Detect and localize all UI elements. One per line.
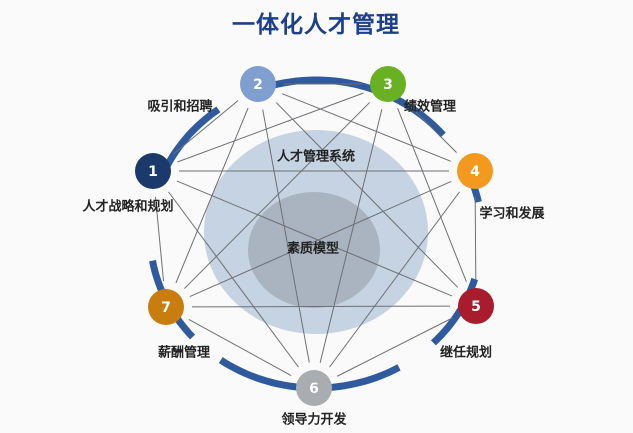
ring-arc xyxy=(321,364,401,392)
connection-line xyxy=(319,109,383,363)
node-label-2: 吸引和招聘 xyxy=(147,99,213,115)
node-label-3: 绩效管理 xyxy=(403,99,457,115)
node-label-5: 继任规划 xyxy=(439,345,493,361)
nodes: 1 2 3 4 5 6 7 xyxy=(135,66,494,406)
connection-line xyxy=(154,196,165,282)
connection-line xyxy=(397,107,467,283)
node-number: 3 xyxy=(383,77,393,93)
competency-model-label: 素质模型 xyxy=(286,241,340,257)
node-number: 5 xyxy=(471,299,481,315)
connection-line xyxy=(336,317,454,377)
node-3: 3 xyxy=(370,66,406,102)
connection-line xyxy=(275,102,459,288)
page-title: 一体化人才管理 xyxy=(232,12,400,38)
node-7: 7 xyxy=(148,289,184,325)
connection-line xyxy=(168,191,299,368)
node-4: 4 xyxy=(457,153,493,189)
node-number: 2 xyxy=(253,77,263,93)
connection-line xyxy=(176,180,453,297)
connection-line xyxy=(188,319,292,376)
connection-line xyxy=(183,102,371,289)
node-circle xyxy=(240,66,276,102)
node-number: 1 xyxy=(148,164,158,180)
node-circle xyxy=(135,153,171,189)
connection-line xyxy=(191,305,451,308)
node-label-1: 人才战略和规划 xyxy=(82,199,174,215)
connection-line xyxy=(189,181,452,297)
connection-line xyxy=(281,93,452,162)
node-label-4: 学习和发展 xyxy=(479,206,545,222)
connection-line xyxy=(175,107,249,284)
ring-arc xyxy=(218,357,302,391)
connection-line xyxy=(177,92,364,163)
ring-arc xyxy=(158,106,221,178)
connection-line xyxy=(329,191,460,368)
talent-system-label: 人才管理系统 xyxy=(276,149,356,165)
node-circle xyxy=(148,289,184,325)
node-circle xyxy=(296,370,332,406)
node-circle xyxy=(370,66,406,102)
node-circle xyxy=(457,153,493,189)
ring-arc xyxy=(392,94,446,138)
competency-model-circle xyxy=(248,192,380,308)
node-2: 2 xyxy=(240,66,276,102)
node-number: 4 xyxy=(470,164,480,180)
node-label-7: 薪酬管理 xyxy=(157,345,211,361)
connection-lines xyxy=(154,83,477,377)
node-6: 6 xyxy=(296,370,332,406)
node-circle xyxy=(458,288,494,324)
node-1: 1 xyxy=(135,153,171,189)
connection-line xyxy=(262,109,310,363)
connection-line xyxy=(406,102,457,153)
connection-line xyxy=(474,196,477,281)
node-5: 5 xyxy=(458,288,494,324)
node-number: 6 xyxy=(309,381,319,397)
node-number: 7 xyxy=(161,300,171,316)
connection-line xyxy=(172,100,239,155)
node-label-6: 领导力开发 xyxy=(281,412,347,428)
